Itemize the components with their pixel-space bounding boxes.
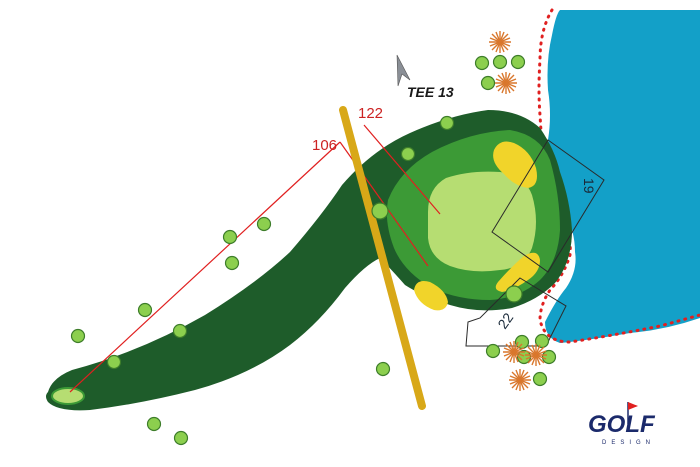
flag-icon [627, 402, 638, 424]
tree-icon [375, 361, 391, 377]
tree-icon [137, 302, 153, 318]
shrub-icon [489, 31, 511, 53]
green-width-label: 19 [581, 178, 597, 194]
green-dimension-box [465, 139, 605, 347]
shrub-icon [509, 369, 531, 391]
tree-icon [510, 54, 526, 70]
tree-icon [492, 54, 508, 70]
distance-label-back: 122 [358, 105, 383, 122]
bunker-2 [495, 252, 540, 292]
tree-icon [224, 255, 240, 271]
tree-icon [534, 333, 550, 349]
tree-icon [173, 430, 189, 446]
tree-icon [541, 349, 557, 365]
tree-icon [480, 75, 496, 91]
north-arrow-icon [396, 54, 411, 87]
logo-sub: DESIGN [602, 440, 655, 446]
logo-main: GOLF [588, 411, 656, 438]
tree-icon [474, 55, 490, 71]
tree-icon [532, 371, 548, 387]
tree-icon [371, 202, 389, 220]
distance-marker-bar [339, 106, 426, 410]
bunker-3 [414, 281, 448, 311]
tree-icon [106, 354, 122, 370]
shrub-icon [495, 72, 517, 94]
tee-label: TEE 13 [407, 84, 454, 100]
tree-icon [505, 285, 523, 303]
tree-icon [146, 416, 162, 432]
tree-icon [256, 216, 272, 232]
tree-icon [439, 115, 455, 131]
tree-icon [400, 146, 416, 162]
tree-icon [70, 328, 86, 344]
distance-label-front: 106 [312, 137, 337, 154]
putting-green [428, 171, 536, 272]
green-depth-label: 22 [494, 310, 516, 332]
tee-box [51, 387, 85, 405]
tree-icon [485, 343, 501, 359]
golf-design-logo: GOLF DESIGN [588, 402, 656, 446]
shrub-icon [503, 341, 525, 363]
water-hazard [545, 10, 700, 343]
tree-icon [222, 229, 238, 245]
shrubs [489, 31, 547, 391]
trees [70, 54, 557, 446]
tree-icon [172, 323, 188, 339]
shrub-icon [525, 344, 547, 366]
